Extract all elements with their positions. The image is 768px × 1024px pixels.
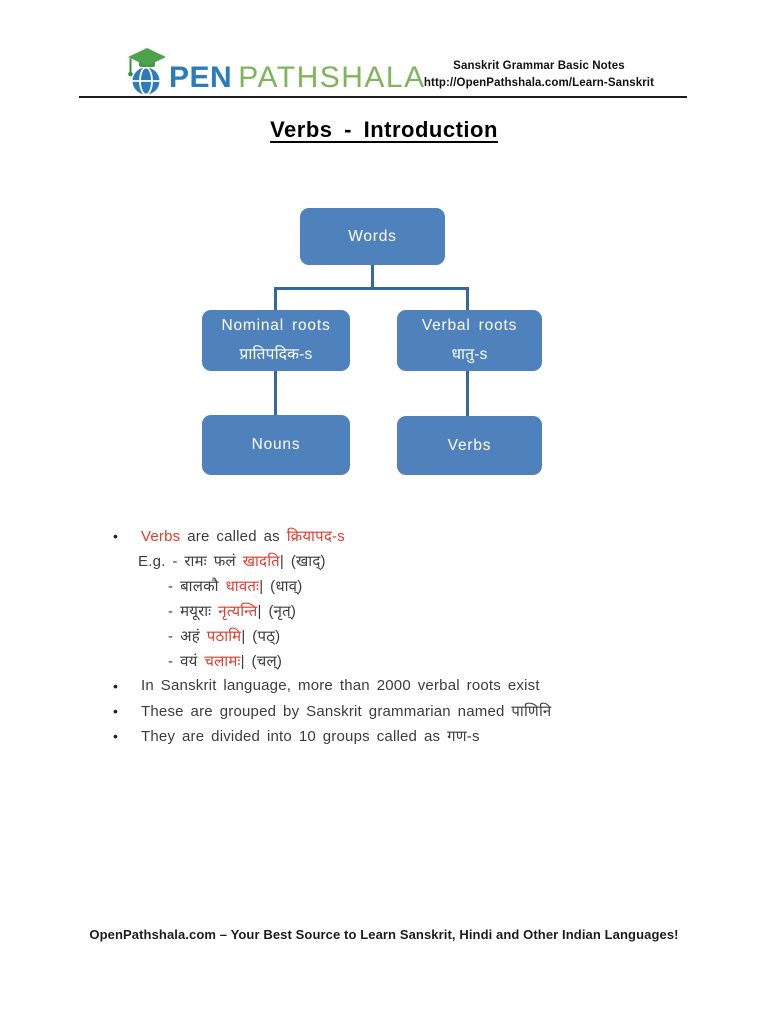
doc-meta-url: http://OpenPathshala.com/Learn-Sanskrit (423, 77, 654, 89)
connector-to-verbal (466, 287, 469, 312)
globe-icon (132, 66, 160, 96)
bullet-marker: • (113, 702, 119, 719)
node-verbal-roots: Verbal roots धातु-s (397, 310, 542, 371)
node-nouns: Nouns (202, 415, 350, 475)
bullet-marker: • (113, 727, 119, 744)
node-nominal-label-en: Nominal roots (221, 317, 331, 334)
connector-to-nominal (274, 287, 277, 312)
footer-text: OpenPathshala.com – Your Best Source to … (89, 927, 679, 942)
list-item-text: - मयूराः नृत्यन्ति| (नृत्) (168, 602, 297, 620)
globe-graduation-icon (128, 48, 166, 96)
bullet-marker: • (113, 677, 119, 694)
list-item: - वयं चलामः| (चल्) (110, 648, 670, 673)
document-meta: Sanskrit Grammar Basic Notes http://Open… (424, 58, 654, 92)
list-item: • Verbs are called as क्रियापद-s (110, 523, 670, 548)
list-item-text: They are divided into 10 groups called a… (141, 727, 480, 745)
list-item-text: In Sanskrit language, more than 2000 ver… (141, 677, 540, 694)
list-item: E.g. - रामः फलं खादति| (खाद्) (110, 548, 670, 573)
connector-verbal-to-verbs (466, 371, 469, 417)
list-item: • These are grouped by Sanskrit grammari… (110, 698, 670, 723)
node-nouns-label: Nouns (251, 436, 301, 453)
openpathshala-logo: PEN PATHSHALA (126, 47, 426, 96)
header-divider (79, 96, 687, 98)
node-words-label: Words (348, 227, 397, 245)
connector-nominal-to-nouns (274, 371, 277, 417)
list-item-text: - बालकौ धावतः| (धाव्) (168, 577, 303, 595)
node-words: Words (300, 208, 445, 265)
list-item-text: - अहं पठामि| (पठ्) (168, 627, 281, 645)
connector-words-down (371, 265, 374, 289)
list-item: • In Sanskrit language, more than 2000 v… (110, 673, 670, 698)
list-item: • They are divided into 10 groups called… (110, 723, 670, 748)
doc-meta-title: Sanskrit Grammar Basic Notes (453, 60, 625, 72)
node-nominal-label-sa: प्रातिपदिक-s (239, 346, 313, 363)
logo-mark (126, 47, 168, 96)
list-item-text: - वयं चलामः| (चल्) (168, 652, 283, 670)
list-item: - अहं पठामि| (पठ्) (110, 623, 670, 648)
notes-list: • Verbs are called as क्रियापद-s E.g. - … (110, 523, 670, 748)
node-verbs-label: Verbs (447, 436, 492, 454)
page-title: Verbs - Introduction (270, 117, 498, 142)
list-item-text: These are grouped by Sanskrit grammarian… (141, 702, 552, 720)
list-item: - मयूराः नृत्यन्ति| (नृत्) (110, 598, 670, 623)
node-verbal-label-en: Verbal roots (421, 317, 518, 334)
logo-text-open: PEN (169, 61, 233, 94)
node-verbs: Verbs (397, 416, 542, 475)
list-item-text: E.g. - रामः फलं खादति| (खाद्) (138, 552, 326, 570)
node-verbal-label-sa: धातु-s (451, 346, 488, 363)
logo-text-pathshala: PATHSHALA (238, 61, 426, 94)
connector-horizontal (274, 287, 469, 290)
list-item-text: Verbs are called as क्रियापद-s (141, 527, 345, 545)
node-nominal-roots: Nominal roots प्रातिपदिक-s (202, 310, 350, 371)
bullet-marker: • (113, 527, 119, 544)
graduation-cap-icon (128, 48, 166, 77)
list-item: - बालकौ धावतः| (धाव्) (110, 573, 670, 598)
